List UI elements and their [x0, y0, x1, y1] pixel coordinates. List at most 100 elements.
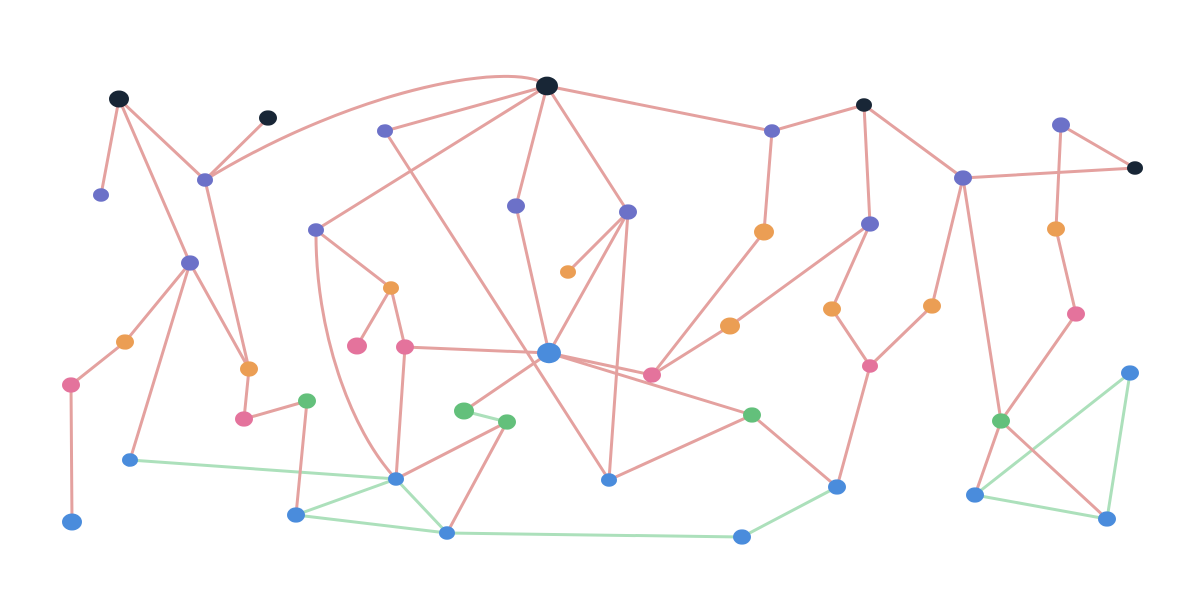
- edge-primary-n4-p10: [862, 103, 965, 180]
- node-orange-o8[interactable]: [923, 298, 941, 314]
- node-purple-p7[interactable]: [619, 204, 637, 220]
- edge-primary-g1-b3: [294, 399, 309, 517]
- edge-primary-o9-k7: [1054, 227, 1078, 316]
- edge-secondary-b3-b4: [294, 477, 398, 517]
- edge-secondary-b8-b9: [740, 485, 839, 539]
- node-purple-p2[interactable]: [197, 173, 213, 187]
- edge-primary-o2-k2: [242, 367, 251, 421]
- edge-primary-p7-o4: [566, 210, 630, 274]
- edge-primary-p10-n5: [961, 166, 1137, 180]
- edge-primary-n3-p6: [514, 84, 549, 208]
- edge-primary-k1-b1: [69, 383, 74, 524]
- edge-primary-curved-p5-b4: [314, 229, 398, 481]
- edge-secondary-b10-b12: [973, 371, 1132, 497]
- node-pink-k6[interactable]: [862, 359, 878, 373]
- edge-primary-p11-o9: [1054, 123, 1063, 231]
- node-blue-b10[interactable]: [966, 487, 984, 503]
- node-pink-k4[interactable]: [396, 339, 414, 355]
- edge-primary-k2-g1: [242, 399, 309, 421]
- node-pink-k7[interactable]: [1067, 306, 1085, 322]
- edge-primary-p6-b6: [514, 204, 551, 355]
- edge-primary-o5-k5: [650, 230, 766, 377]
- node-green-g3[interactable]: [498, 414, 516, 430]
- node-purple-p8[interactable]: [764, 124, 780, 138]
- node-green-g2[interactable]: [454, 402, 474, 420]
- node-pink-k2[interactable]: [235, 411, 253, 427]
- edge-primary-n3-p5: [314, 84, 549, 232]
- node-blue-b7[interactable]: [601, 473, 617, 487]
- edge-primary-curved-n3-p2: [204, 74, 549, 182]
- node-purple-p3[interactable]: [181, 255, 199, 271]
- edge-primary-p7-b6: [547, 210, 630, 355]
- node-blue-b3[interactable]: [287, 507, 305, 523]
- node-layer: [62, 76, 1143, 545]
- edge-primary-p5-o3: [314, 228, 393, 290]
- node-navy-n2[interactable]: [259, 110, 277, 126]
- node-green-g1[interactable]: [298, 393, 316, 409]
- node-orange-o2[interactable]: [240, 361, 258, 377]
- edge-primary-p4-n3: [383, 84, 549, 133]
- edge-secondary-b2-b4: [128, 458, 398, 481]
- node-pink-k5[interactable]: [643, 367, 661, 383]
- edge-primary-o8-p10: [930, 176, 965, 308]
- node-purple-p9[interactable]: [861, 216, 879, 232]
- edge-primary-k6-b9: [835, 364, 872, 489]
- node-orange-o9[interactable]: [1047, 221, 1065, 237]
- node-pink-k1[interactable]: [62, 377, 80, 393]
- edge-primary-p10-g5: [961, 176, 1003, 423]
- edge-primary-n1-p3: [117, 97, 192, 265]
- edge-primary-b6-k5: [547, 351, 654, 377]
- node-purple-p10[interactable]: [954, 170, 972, 186]
- edge-secondary-b11-b12: [1105, 371, 1132, 521]
- edge-primary-n2-p2: [203, 116, 270, 182]
- node-blue-b6[interactable]: [537, 342, 561, 364]
- node-orange-o7[interactable]: [823, 301, 841, 317]
- node-navy-n3[interactable]: [536, 76, 558, 96]
- node-orange-o6[interactable]: [720, 317, 740, 335]
- node-purple-p5[interactable]: [308, 223, 324, 237]
- edge-primary-p9-o6: [728, 222, 872, 328]
- node-orange-o1[interactable]: [116, 334, 134, 350]
- node-blue-b11[interactable]: [1098, 511, 1116, 527]
- edge-primary-n3-p8: [545, 84, 774, 133]
- edge-primary-n4-p9: [862, 103, 872, 226]
- edge-primary-b6-g2: [462, 351, 551, 413]
- node-navy-n1[interactable]: [109, 90, 129, 108]
- edge-layer: [69, 74, 1137, 539]
- edge-primary-n3-p7: [545, 84, 630, 214]
- edge-primary-p3-b2: [128, 261, 192, 462]
- node-orange-o5[interactable]: [754, 223, 774, 241]
- node-purple-p4[interactable]: [377, 124, 393, 138]
- edge-primary-o3-k4: [389, 286, 407, 349]
- edge-primary-n1-p2: [117, 97, 207, 182]
- edge-primary-g5-b10: [973, 419, 1003, 497]
- node-blue-b1[interactable]: [62, 513, 82, 531]
- node-blue-b9[interactable]: [828, 479, 846, 495]
- edge-secondary-b4-b5: [394, 477, 449, 535]
- node-purple-p11[interactable]: [1052, 117, 1070, 133]
- node-pink-k3[interactable]: [347, 337, 367, 355]
- node-purple-p6[interactable]: [507, 198, 525, 214]
- node-blue-b2[interactable]: [122, 453, 138, 467]
- edge-primary-o3-k3: [355, 286, 393, 348]
- node-purple-p1[interactable]: [93, 188, 109, 202]
- node-blue-b12[interactable]: [1121, 365, 1139, 381]
- node-green-g4[interactable]: [743, 407, 761, 423]
- node-orange-o4[interactable]: [560, 265, 576, 279]
- edge-primary-b7-g4: [607, 413, 754, 482]
- node-navy-n4[interactable]: [856, 98, 872, 112]
- node-blue-b4[interactable]: [388, 472, 404, 486]
- edge-primary-g4-b9: [750, 413, 839, 489]
- edge-secondary-b10-b11: [973, 493, 1109, 521]
- edge-primary-p9-o7: [830, 222, 872, 311]
- edge-primary-n1-p1: [99, 97, 121, 197]
- node-navy-n5[interactable]: [1127, 161, 1143, 175]
- edge-primary-k7-g5: [999, 312, 1078, 423]
- edge-primary-p7-b7: [607, 210, 630, 482]
- edge-primary-p8-n4: [770, 103, 866, 133]
- node-green-g5[interactable]: [992, 413, 1010, 429]
- node-blue-b8[interactable]: [733, 529, 751, 545]
- node-blue-b5[interactable]: [439, 526, 455, 540]
- node-orange-o3[interactable]: [383, 281, 399, 295]
